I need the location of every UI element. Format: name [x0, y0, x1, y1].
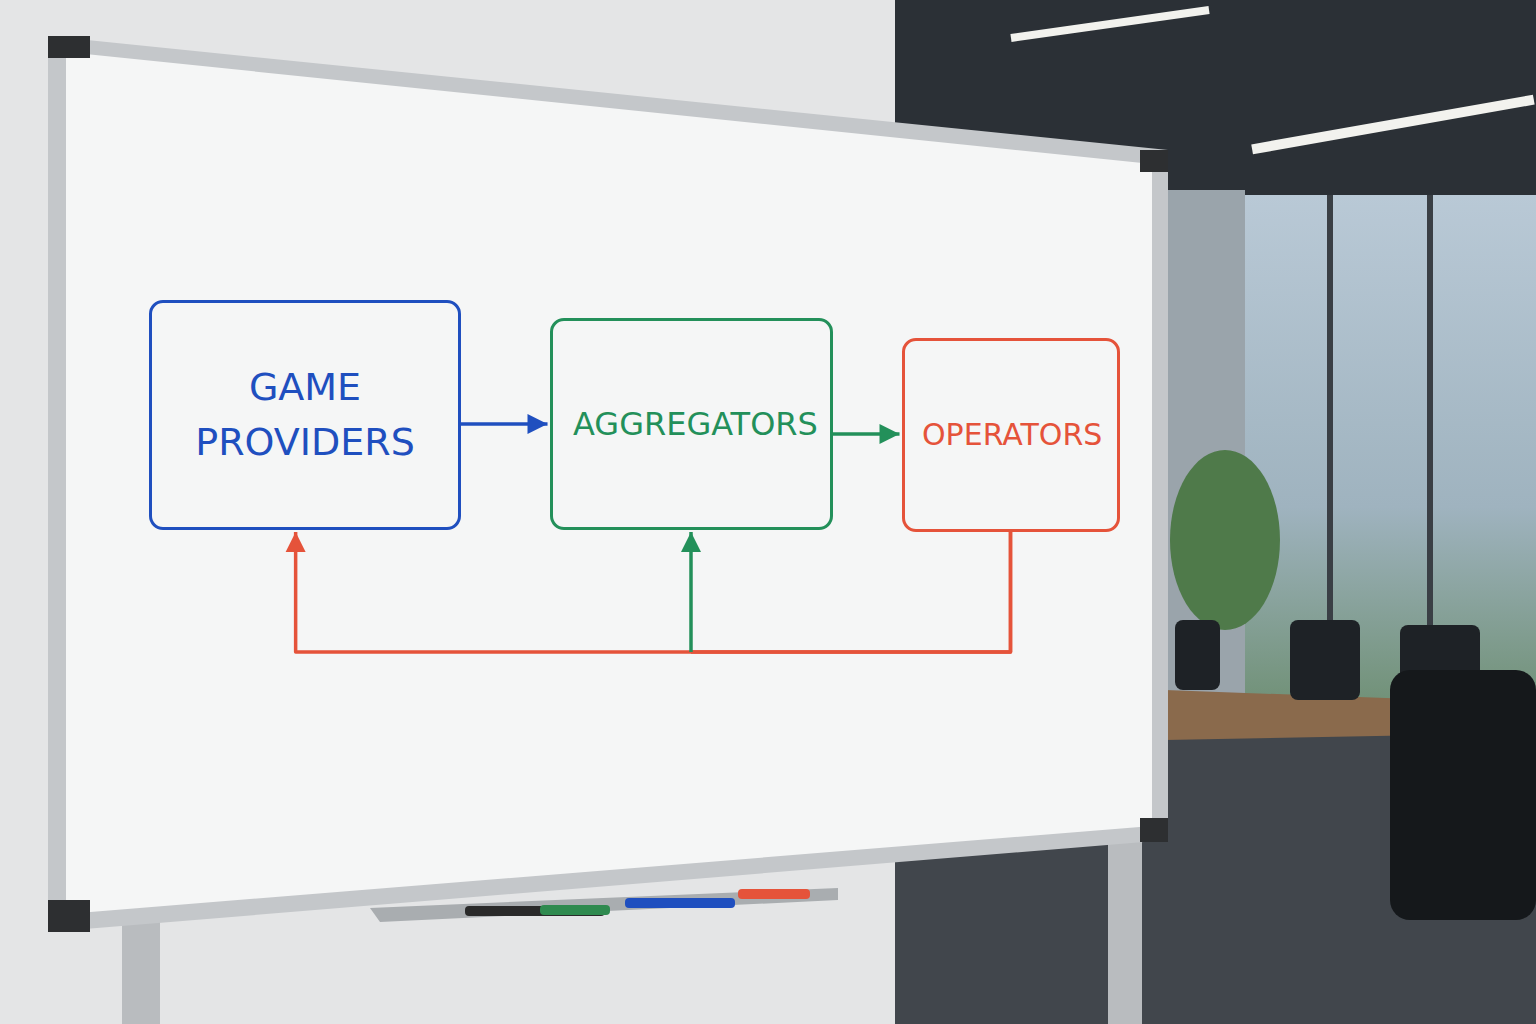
- board-corner: [1140, 150, 1168, 172]
- window: [1245, 195, 1536, 715]
- connector: [461, 414, 548, 434]
- process-box: AGGREGATORS: [550, 318, 833, 530]
- box-label: AGGREGATORS: [573, 401, 809, 447]
- plant: [1170, 450, 1280, 630]
- board-leg: [1108, 820, 1142, 1024]
- marker: [540, 905, 610, 915]
- arrowhead: [880, 424, 900, 444]
- marker: [625, 898, 735, 908]
- process-box: OPERATORS: [902, 338, 1120, 532]
- arrowhead: [286, 532, 306, 552]
- connector-line: [691, 532, 1011, 652]
- ceiling-light: [1251, 95, 1534, 155]
- connector: [681, 532, 1011, 652]
- marker-tray: [370, 888, 838, 922]
- marker: [738, 889, 810, 899]
- connector: [286, 532, 1011, 652]
- chair: [1175, 620, 1220, 690]
- arrowhead: [681, 532, 701, 552]
- box-label: OPERATORS: [922, 413, 1099, 457]
- box-label: GAME PROVIDERS: [168, 360, 442, 470]
- board-corner: [1140, 818, 1168, 842]
- board-corner: [48, 36, 90, 58]
- chair: [1290, 620, 1360, 700]
- connector: [833, 424, 900, 444]
- ceiling-light: [1010, 6, 1209, 42]
- chair: [1390, 670, 1536, 920]
- connector-line: [296, 532, 1011, 652]
- arrowhead: [528, 414, 548, 434]
- board-corner: [48, 900, 90, 932]
- board-surface: [66, 52, 1152, 914]
- process-box: GAME PROVIDERS: [149, 300, 461, 530]
- side-wall: [1165, 190, 1245, 710]
- board-frame: [48, 36, 1168, 932]
